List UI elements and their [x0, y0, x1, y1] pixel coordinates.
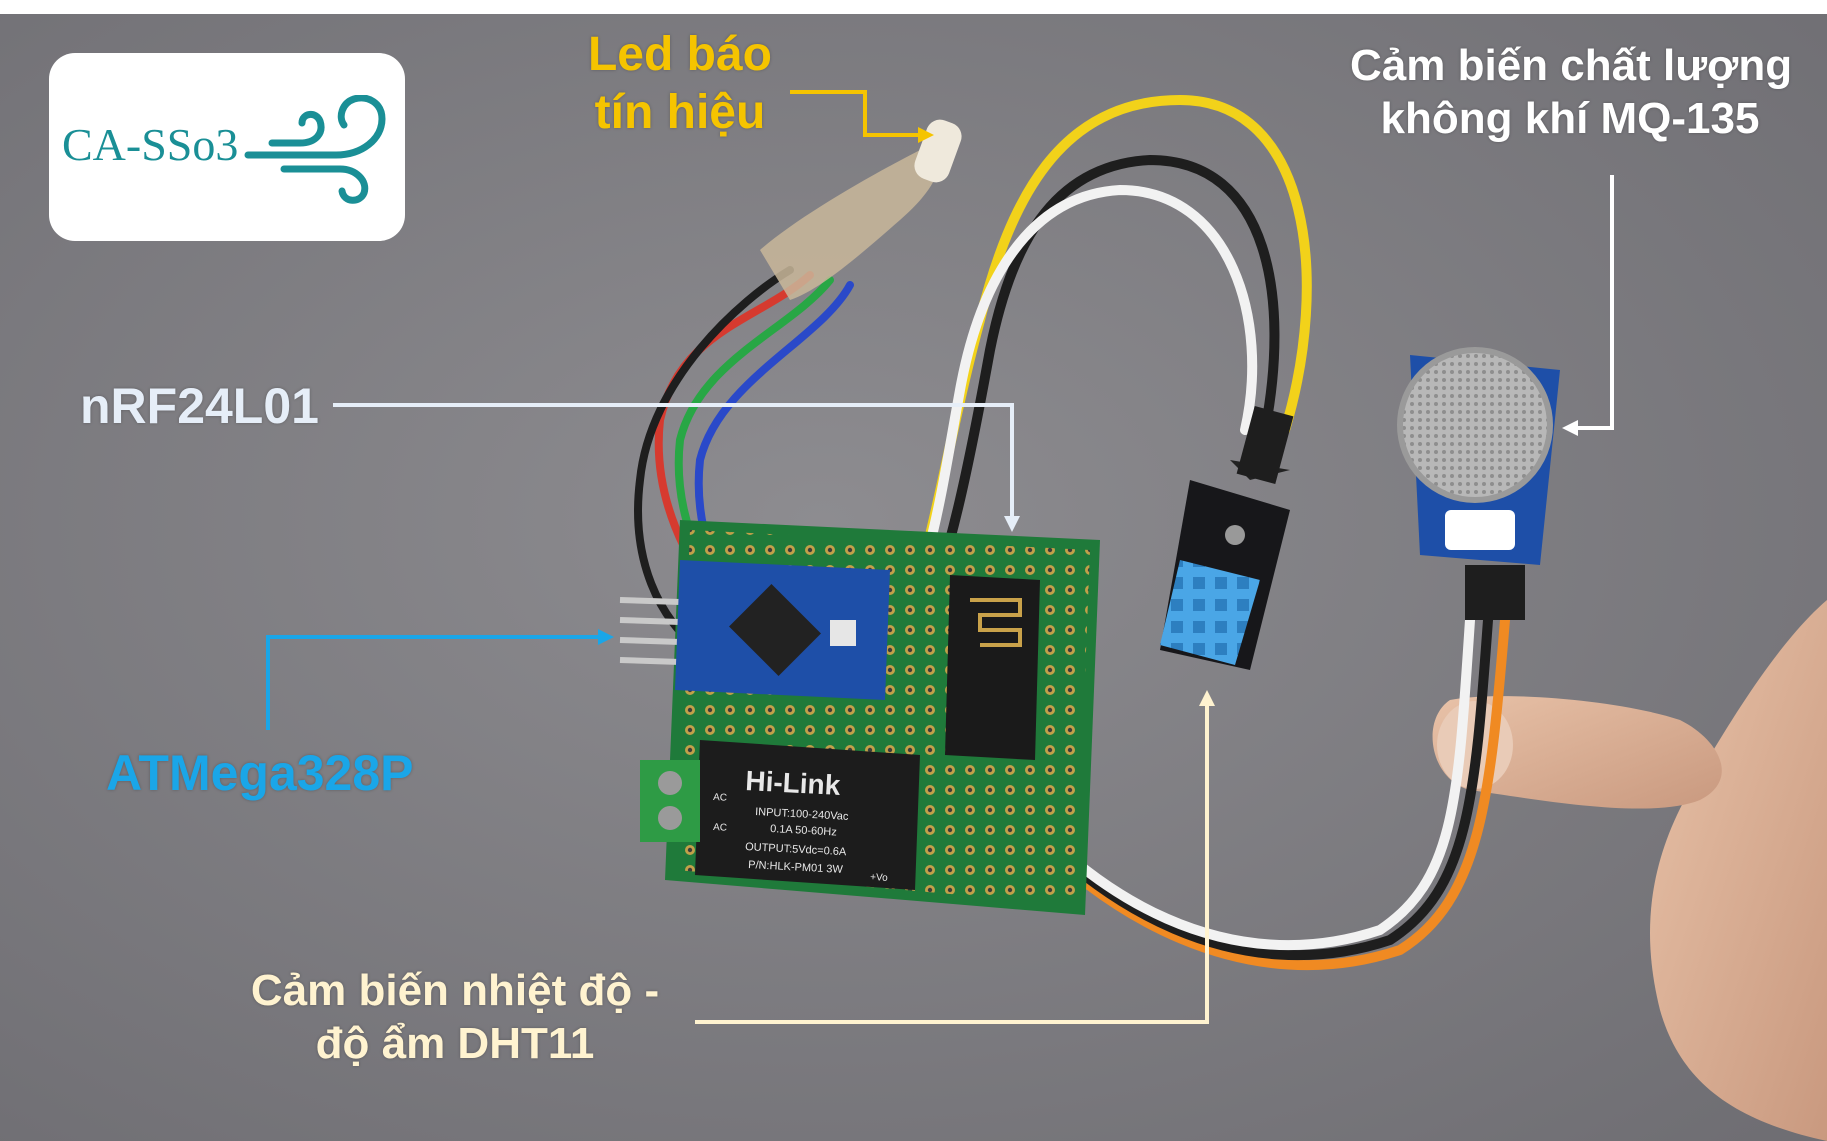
- svg-text:INPUT:100-240Vac: INPUT:100-240Vac: [755, 806, 849, 823]
- atmega-label: ATMega328P: [106, 745, 414, 801]
- svg-text:P/N:HLK-PM01 3W: P/N:HLK-PM01 3W: [748, 859, 844, 876]
- svg-text:AC: AC: [713, 822, 727, 834]
- svg-text:OUTPUT:5Vdc=0.6A: OUTPUT:5Vdc=0.6A: [745, 841, 847, 858]
- dht11-sensor: [1160, 406, 1294, 670]
- svg-text:Hi-Link: Hi-Link: [745, 765, 842, 801]
- mq135-label-line1: Cảm biến chất lượng: [1350, 41, 1793, 90]
- logo-card: [49, 53, 405, 241]
- dht11-label-line2: độ ẩm DHT11: [315, 1018, 595, 1068]
- led-label-line1: Led báo: [587, 28, 772, 81]
- pin-header: [619, 597, 681, 665]
- svg-text:0.1A 50-60Hz: 0.1A 50-60Hz: [770, 823, 837, 838]
- mq135-sensor: [1397, 347, 1560, 620]
- wind-icon: [244, 95, 386, 204]
- annotation-lines: [266, 90, 1614, 1024]
- perfboard: Hi-Link INPUT:100-240Vac 0.1A 50-60Hz OU…: [619, 520, 1100, 915]
- led-label: Led báo tín hiệu: [580, 26, 780, 141]
- mq135-label: Cảm biến chất lượng không khí MQ-135: [1350, 40, 1793, 146]
- dht11-label-line1: Cảm biến nhiệt độ -: [250, 966, 660, 1015]
- logo-text: CA-SSo3: [62, 119, 239, 170]
- mq135-label-line2: không khí MQ-135: [1380, 93, 1760, 143]
- svg-text:AC: AC: [713, 792, 727, 804]
- svg-text:+Vo: +Vo: [870, 872, 889, 884]
- dht11-label: Cảm biến nhiệt độ - độ ẩm DHT11: [240, 965, 670, 1071]
- dht11-wires: [885, 94, 1312, 645]
- led-label-line2: tín hiệu: [594, 85, 766, 139]
- nrf-label: nRF24L01: [80, 378, 319, 434]
